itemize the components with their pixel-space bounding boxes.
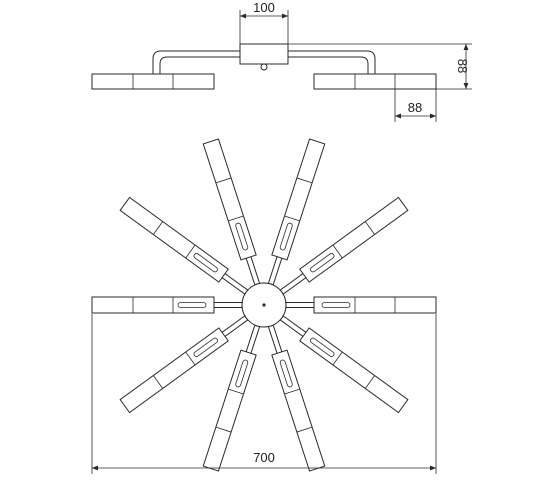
dim-top-width-label: 100 xyxy=(253,0,275,15)
dim-overall-width-label: 700 xyxy=(253,450,275,465)
plan-arm-shade xyxy=(202,138,257,261)
plan-arm xyxy=(279,196,409,295)
plan-arm-shade xyxy=(119,196,229,283)
plan-arm-shade xyxy=(313,296,437,314)
dim-top-width: 100 xyxy=(239,0,289,44)
plan-arm xyxy=(285,296,437,314)
plan-arm-shade xyxy=(299,327,409,414)
plan-arm xyxy=(202,138,261,286)
plan-arm-shade xyxy=(91,296,215,314)
plan-arm-shade xyxy=(119,327,229,414)
plan-arm-shade xyxy=(202,349,257,472)
plan-center-dot xyxy=(262,303,266,307)
plan-arm xyxy=(267,324,326,472)
plan-arm xyxy=(279,315,409,414)
plan-arm xyxy=(202,324,261,472)
side-knob xyxy=(260,63,268,71)
side-shade-left xyxy=(91,73,215,90)
side-shade-right xyxy=(313,73,437,90)
dim-height: 88 xyxy=(288,43,472,90)
plan-view xyxy=(91,138,437,472)
side-canopy xyxy=(239,43,289,65)
plan-arm-shade xyxy=(299,196,409,283)
dim-overall-width: 700 xyxy=(91,314,437,474)
plan-arm xyxy=(119,315,249,414)
dim-arm-width-label: 88 xyxy=(408,100,422,115)
dim-height-label: 88 xyxy=(455,59,470,73)
side-view: 100 88 88 xyxy=(91,0,472,122)
plan-arm xyxy=(91,296,243,314)
plan-arm xyxy=(119,196,249,295)
plan-arm-shade xyxy=(271,138,326,261)
dim-arm-width: 88 xyxy=(394,89,437,122)
side-arm-right xyxy=(288,50,376,74)
side-arm-left xyxy=(152,50,240,74)
plan-arm-shade xyxy=(271,349,326,472)
